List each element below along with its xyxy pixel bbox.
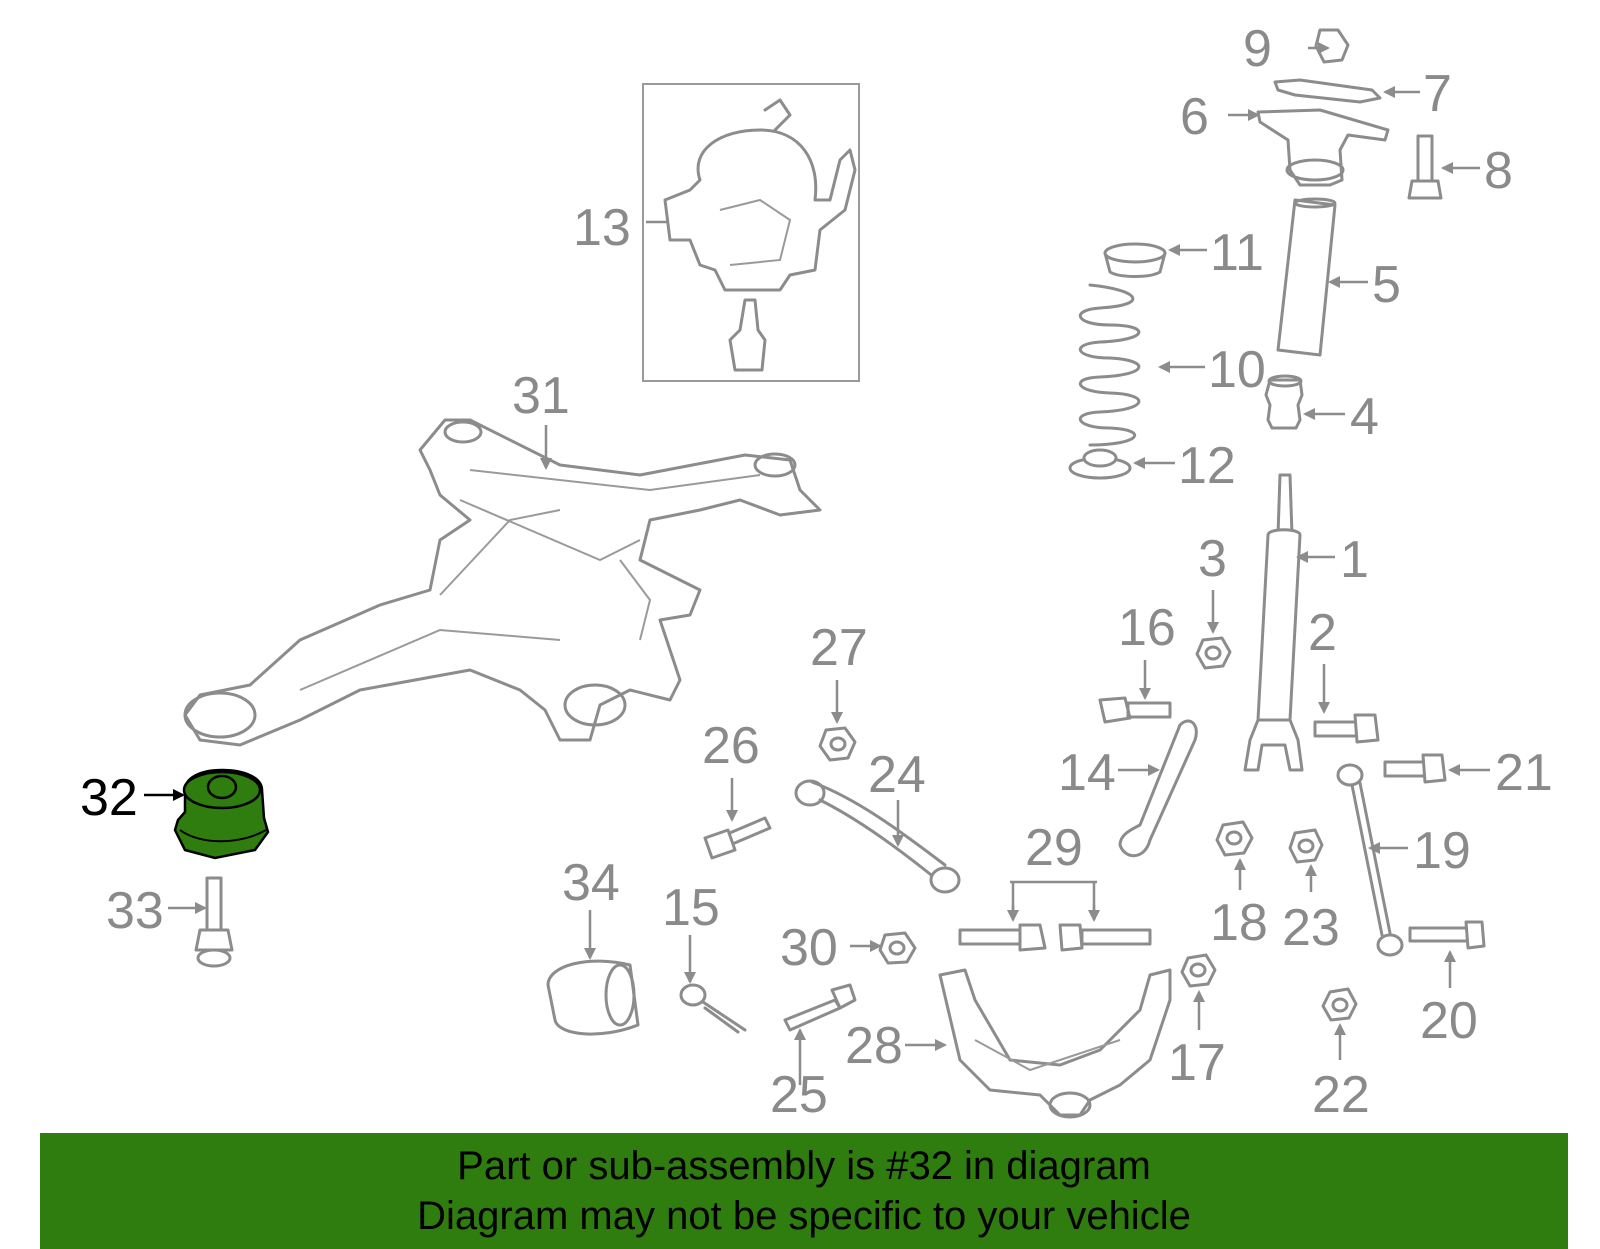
bolt-2 xyxy=(1313,713,1380,744)
label-21: 21 xyxy=(1495,744,1553,802)
label-7: 7 xyxy=(1423,65,1452,123)
dust-boot-5 xyxy=(1276,197,1337,357)
label-2: 2 xyxy=(1308,604,1337,662)
label-9: 9 xyxy=(1243,20,1272,78)
bolt-15 xyxy=(679,983,747,1034)
crossmember-bushing-highlighted xyxy=(173,768,270,860)
label-6: 6 xyxy=(1180,88,1209,146)
label-22: 22 xyxy=(1312,1066,1370,1124)
info-banner: Part or sub-assembly is #32 in diagram D… xyxy=(40,1133,1568,1249)
shock-absorber-1 xyxy=(1243,473,1304,772)
label-17: 17 xyxy=(1168,1034,1226,1092)
nut-3 xyxy=(1195,636,1232,670)
bolt-21 xyxy=(1383,753,1447,784)
nut-22 xyxy=(1321,987,1358,1022)
link-arm-24 xyxy=(794,779,961,894)
jounce-bumper-4 xyxy=(1264,374,1304,430)
rear-crossmember xyxy=(183,418,822,747)
nut-27 xyxy=(818,726,857,762)
bushing-34 xyxy=(546,959,640,1036)
link-19 xyxy=(1336,763,1404,957)
lower-control-arm-28 xyxy=(938,968,1172,1119)
nut-30 xyxy=(878,931,917,965)
label-23: 23 xyxy=(1282,899,1340,957)
bolt-26 xyxy=(703,816,772,860)
label-3: 3 xyxy=(1198,530,1227,588)
label-26: 26 xyxy=(702,717,760,775)
label-18: 18 xyxy=(1210,894,1268,952)
label-1: 1 xyxy=(1340,531,1369,589)
bolt-33 xyxy=(194,876,234,968)
label-30: 30 xyxy=(780,919,838,977)
bolts-29 xyxy=(958,923,1152,952)
label-16: 16 xyxy=(1118,599,1176,657)
label-29: 29 xyxy=(1025,819,1083,877)
banner-line-2: Diagram may not be specific to your vehi… xyxy=(417,1194,1191,1238)
spring-seat-12 xyxy=(1068,448,1132,480)
bolt-8 xyxy=(1407,134,1443,200)
arm-14 xyxy=(1118,719,1198,858)
label-20: 20 xyxy=(1420,992,1478,1050)
bolt-20 xyxy=(1408,920,1486,950)
leader-arrows xyxy=(144,42,1490,1085)
bolt-25 xyxy=(783,983,857,1032)
label-11: 11 xyxy=(1210,224,1264,282)
plate-7 xyxy=(1273,78,1382,104)
label-32: 32 xyxy=(80,769,138,827)
differential-assembly xyxy=(642,83,860,382)
callout-labels: 9 7 6 8 11 5 10 4 12 1 3 16 2 14 21 19 1… xyxy=(80,20,1553,1124)
label-27: 27 xyxy=(810,619,868,677)
bolt-16 xyxy=(1098,696,1172,724)
nut-17 xyxy=(1180,953,1217,988)
label-10: 10 xyxy=(1208,341,1266,399)
label-12: 12 xyxy=(1178,437,1236,495)
label-14: 14 xyxy=(1058,744,1116,802)
label-4: 4 xyxy=(1350,388,1379,446)
label-31: 31 xyxy=(512,367,570,425)
label-28: 28 xyxy=(845,1017,903,1075)
coil-spring-10 xyxy=(1078,283,1141,447)
label-13: 13 xyxy=(573,199,631,257)
label-19: 19 xyxy=(1413,822,1471,880)
banner-line-1: Part or sub-assembly is #32 in diagram xyxy=(457,1144,1151,1188)
label-5: 5 xyxy=(1372,256,1401,314)
label-8: 8 xyxy=(1484,142,1513,200)
nut-9 xyxy=(1314,28,1350,64)
label-15: 15 xyxy=(662,879,720,937)
nut-18 xyxy=(1215,820,1254,857)
nut-23 xyxy=(1288,828,1324,864)
strut-mount-6 xyxy=(1256,108,1390,187)
label-25: 25 xyxy=(770,1066,828,1124)
label-24: 24 xyxy=(868,746,926,804)
label-34: 34 xyxy=(562,854,620,912)
label-33: 33 xyxy=(106,882,164,940)
isolator-11 xyxy=(1103,242,1167,278)
